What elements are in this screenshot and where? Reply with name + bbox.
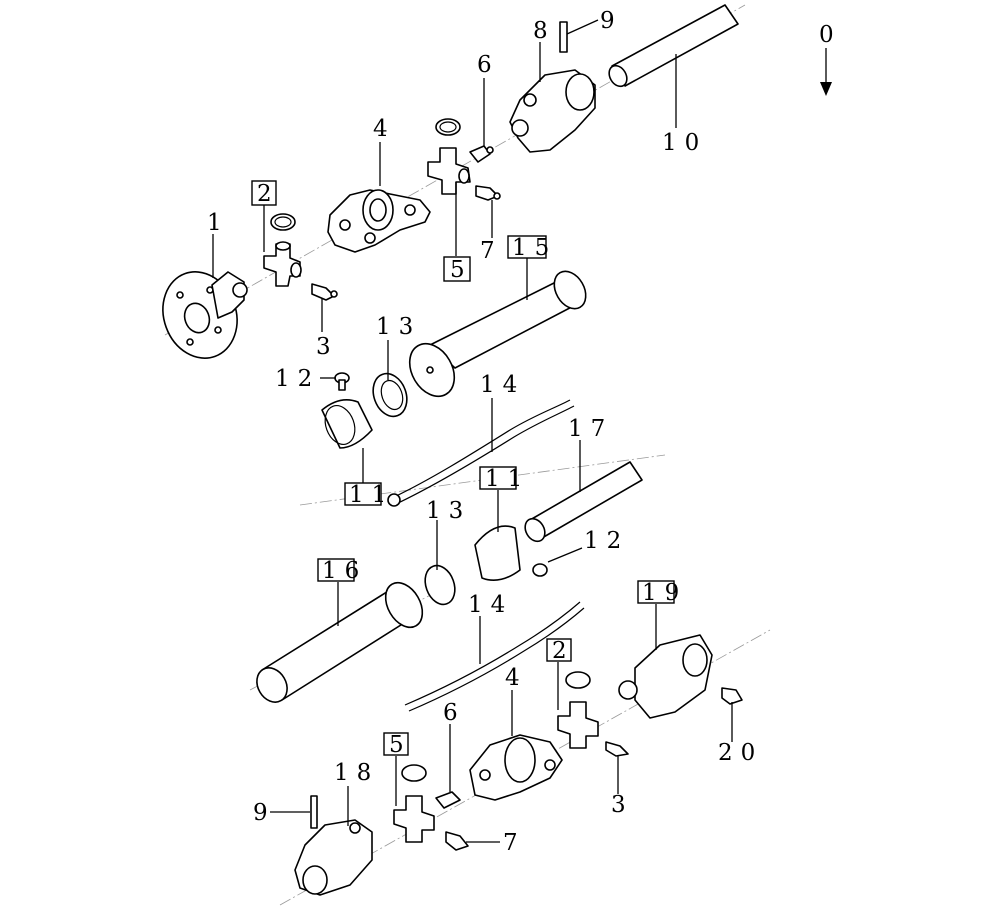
grease-nipple (469, 145, 494, 163)
callout-9: 9 (600, 8, 623, 34)
callout-10: 10 (662, 130, 707, 156)
guard-outer-tube (256, 581, 424, 703)
callout-labels: 1 2 3 4 5 6 7 8 9 10 15 13 12 14 11 11 1… (207, 8, 763, 856)
grease-nipple (445, 831, 469, 851)
guard-cone (321, 399, 373, 449)
inner-tube (608, 4, 739, 88)
grease-nipple (475, 185, 501, 201)
inner-tube (524, 461, 643, 543)
callout-5: 5 (450, 257, 473, 283)
callout-8: 8 (533, 18, 556, 44)
callout-14: 14 (468, 592, 513, 618)
callout-9: 9 (253, 800, 276, 826)
guard-outer-tube (408, 270, 587, 398)
callout-7: 7 (480, 238, 503, 264)
callout-19: 19 (642, 580, 687, 606)
callout-5: 5 (389, 732, 412, 758)
leader-lines (212, 19, 733, 843)
grease-nipple (311, 283, 338, 301)
callout-2: 2 (552, 638, 575, 664)
callout-12: 12 (275, 366, 320, 392)
callout-13: 13 (426, 498, 471, 524)
callout-3: 3 (611, 792, 634, 818)
guard-screw (334, 372, 350, 391)
cross-journal (263, 213, 302, 287)
callout-box (479, 466, 517, 490)
callout-4: 4 (505, 665, 528, 691)
callout-4: 4 (373, 116, 396, 142)
callout-3: 3 (316, 334, 339, 360)
guard-cone (474, 525, 521, 581)
cross-journal (557, 671, 599, 749)
yoke (469, 734, 563, 801)
grease-nipple (605, 741, 629, 757)
callout-1: 1 (207, 210, 230, 236)
callout-box (317, 558, 355, 582)
callout-box (251, 180, 277, 206)
safety-chain (404, 601, 585, 712)
callout-2: 2 (257, 181, 280, 207)
callout-box (344, 482, 382, 506)
callout-11: 11 (485, 466, 530, 492)
yoke (509, 69, 596, 153)
flange-yoke (162, 271, 248, 359)
grease-nipple (435, 791, 461, 809)
roll-pin (310, 795, 318, 829)
callout-box (546, 638, 572, 662)
guard-screw (532, 563, 548, 577)
callout-16: 16 (322, 558, 367, 584)
safety-chain (387, 399, 575, 507)
callout-box (443, 256, 471, 282)
callout-11: 11 (349, 482, 394, 508)
yoke (618, 634, 713, 719)
callout-box (383, 732, 409, 756)
callout-14: 14 (480, 372, 525, 398)
callout-12: 12 (584, 528, 629, 554)
callout-17: 17 (568, 416, 613, 442)
orientation-label-text: 0 (819, 22, 842, 48)
callout-20: 20 (718, 740, 763, 766)
orientation-arrow (820, 48, 832, 96)
yoke (327, 189, 431, 253)
callout-6: 6 (477, 52, 500, 78)
callout-box (507, 235, 547, 259)
callout-6: 6 (443, 700, 466, 726)
grease-nipple (721, 687, 743, 705)
orientation-label: 0 (819, 22, 842, 48)
cross-journal (393, 764, 435, 843)
callout-18: 18 (334, 760, 379, 786)
yoke (294, 819, 373, 896)
guard-bearing-ring (372, 372, 408, 418)
roll-pin (559, 21, 568, 53)
guard-bearing-ring (424, 564, 456, 606)
callout-15: 15 (512, 235, 557, 261)
callout-7: 7 (503, 830, 526, 856)
callout-box (637, 580, 675, 604)
cross-journal (427, 118, 471, 195)
callout-13: 13 (376, 314, 421, 340)
